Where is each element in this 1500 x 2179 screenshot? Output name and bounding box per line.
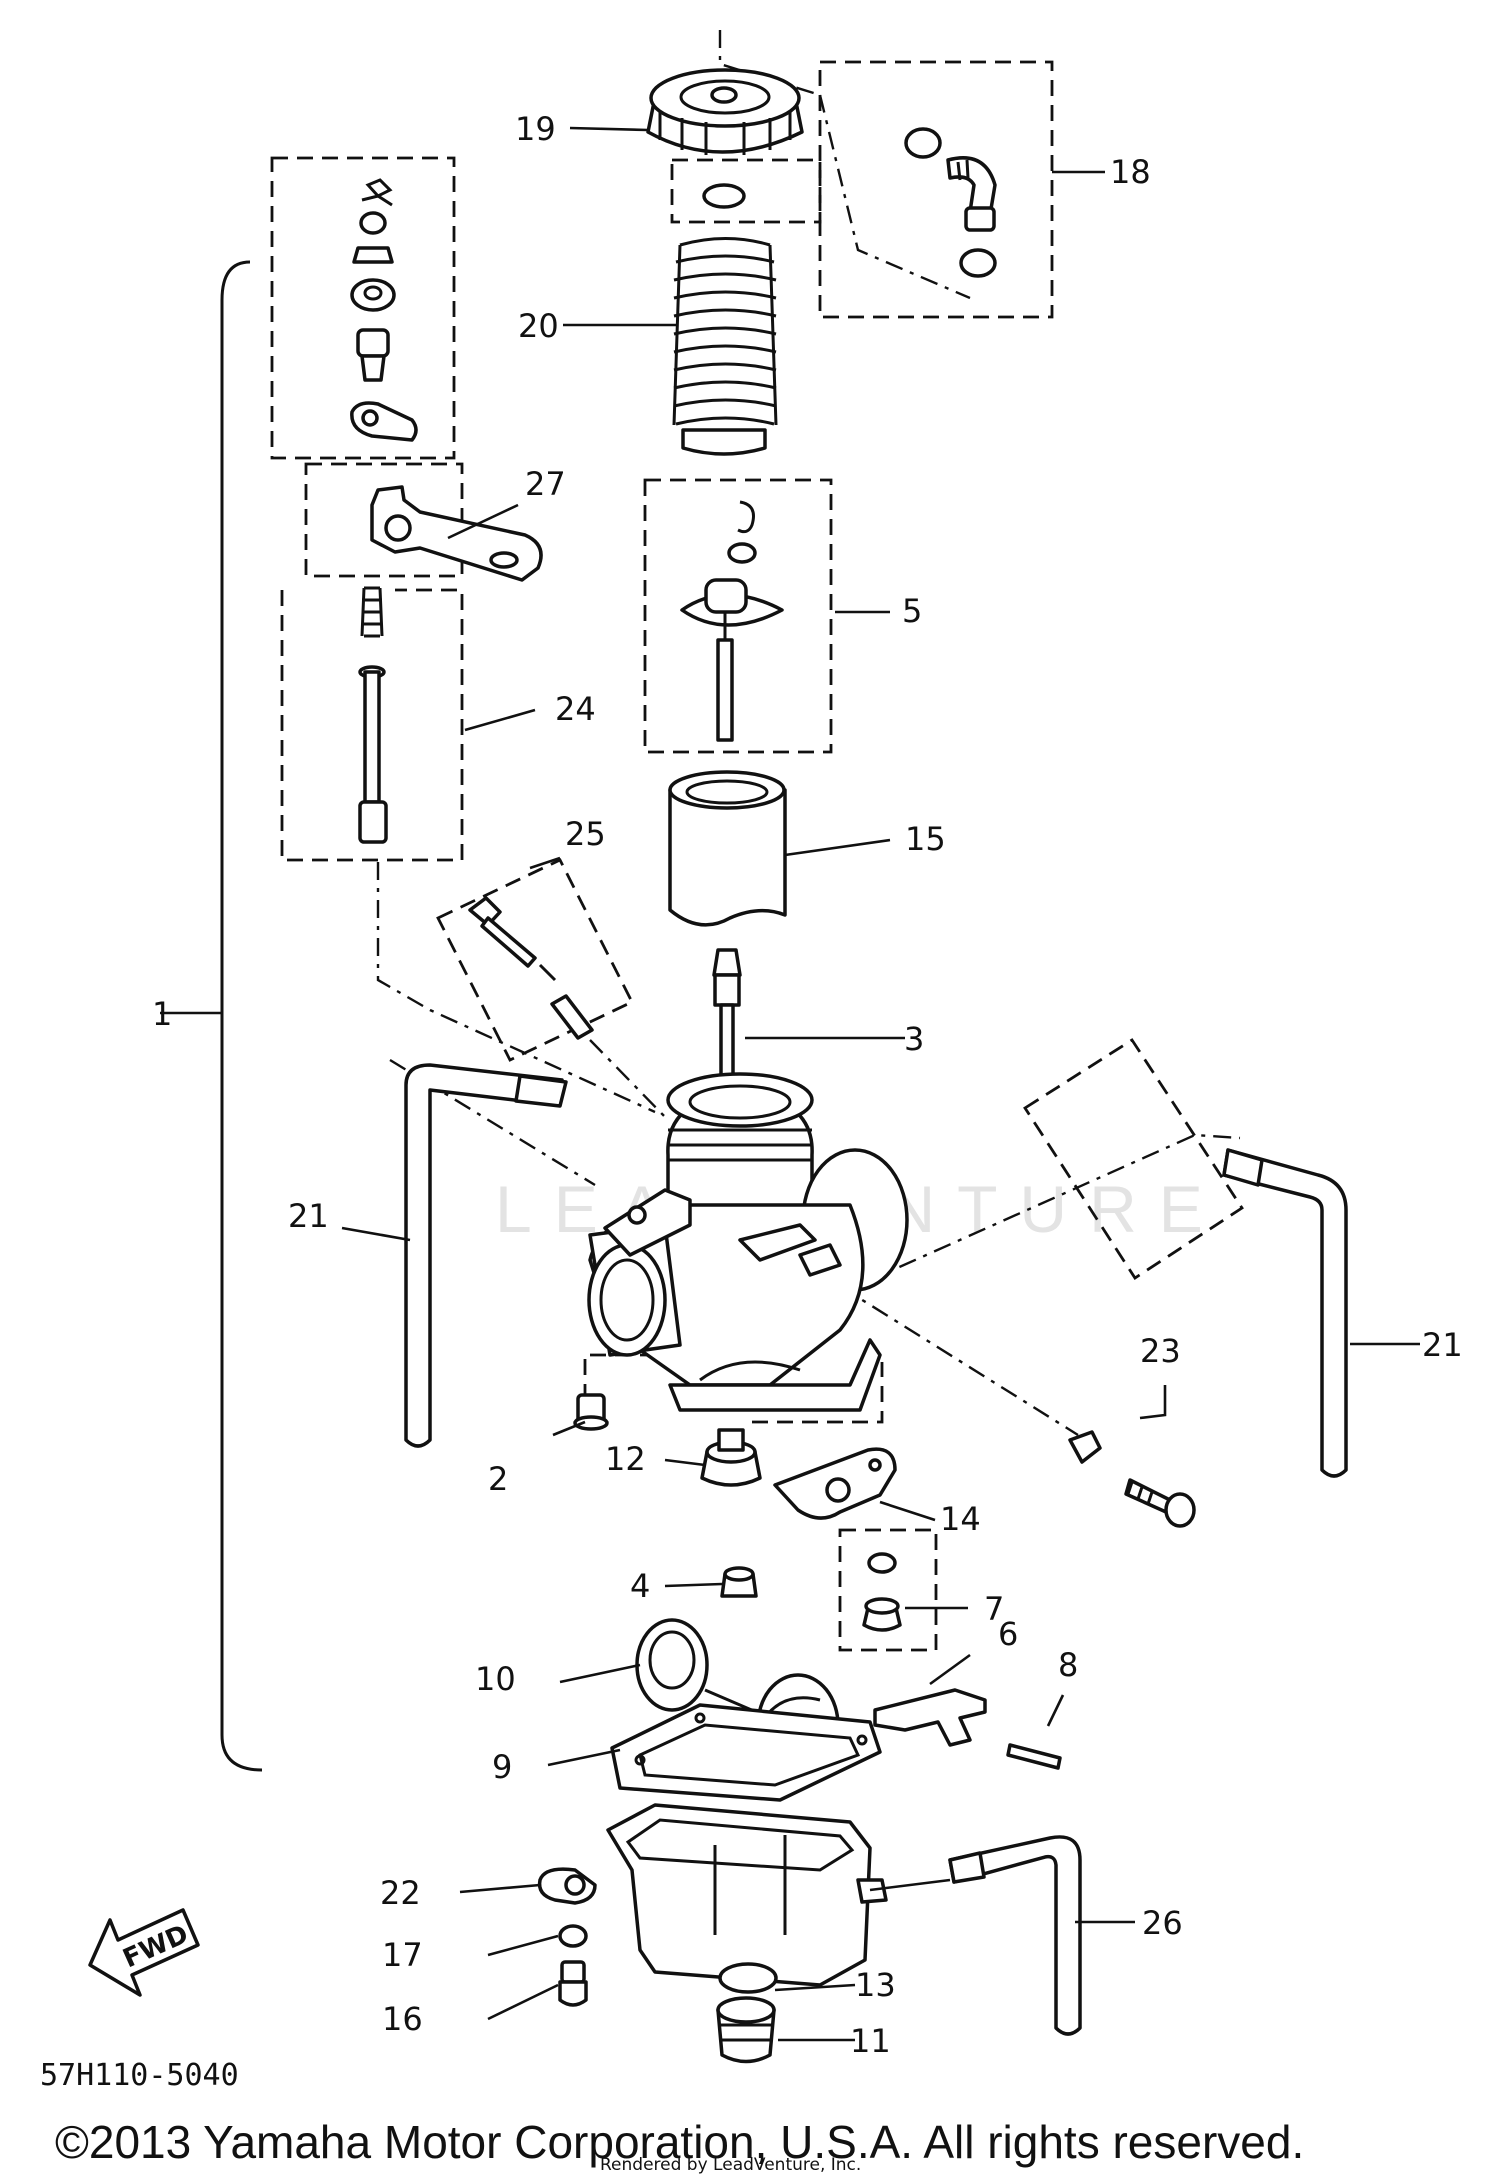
fwd-arrow: FWD bbox=[88, 1908, 200, 1997]
label-19: 19 bbox=[515, 110, 556, 148]
label-18: 18 bbox=[1110, 153, 1151, 191]
guide-line bbox=[829, 1133, 1241, 1300]
label-21-left: 21 bbox=[288, 1197, 329, 1235]
label-27: 27 bbox=[525, 465, 566, 503]
label-22: 22 bbox=[380, 1874, 421, 1912]
group-box-24 bbox=[280, 588, 464, 862]
needle-5 bbox=[680, 500, 784, 742]
throttle-valve-15 bbox=[668, 770, 787, 927]
group-box-7 bbox=[838, 1528, 938, 1652]
jet-holder-12 bbox=[700, 1428, 762, 1487]
label-24: 24 bbox=[555, 690, 596, 728]
pilot-screw-25 bbox=[468, 896, 594, 1040]
hose-21-left bbox=[404, 1063, 568, 1448]
label-10: 10 bbox=[475, 1660, 516, 1698]
group-box-23 bbox=[1023, 1038, 1244, 1280]
label-20: 20 bbox=[518, 307, 559, 345]
label-11: 11 bbox=[850, 2022, 891, 2060]
group-box-19-washer bbox=[670, 158, 822, 224]
screw-16 bbox=[558, 1960, 588, 2007]
float-bowl bbox=[606, 1803, 888, 1987]
label-8: 8 bbox=[1058, 1646, 1078, 1684]
label-25: 25 bbox=[565, 815, 606, 853]
group-box-25 bbox=[436, 858, 634, 1062]
label-26: 26 bbox=[1142, 1904, 1183, 1942]
diagram-code: 57H110-5040 bbox=[40, 2058, 239, 2093]
label-12: 12 bbox=[605, 1440, 646, 1478]
adjuster-parts bbox=[350, 178, 418, 442]
label-5: 5 bbox=[902, 592, 922, 630]
label-15: 15 bbox=[905, 820, 946, 858]
label-2: 2 bbox=[488, 1460, 508, 1498]
label-16: 16 bbox=[382, 2000, 423, 2038]
washer bbox=[702, 183, 746, 209]
gasket-9 bbox=[610, 1703, 882, 1802]
cap-19 bbox=[646, 68, 804, 155]
screw-23 bbox=[1068, 1430, 1196, 1528]
group-box-top-left bbox=[270, 156, 456, 460]
drain-plug-11 bbox=[716, 1996, 776, 2064]
guide-line bbox=[589, 1039, 669, 1121]
group-box-18 bbox=[818, 60, 1054, 319]
idle-screw-24 bbox=[358, 586, 388, 844]
bracket-22 bbox=[537, 1867, 597, 1905]
washer-17 bbox=[558, 1924, 588, 1948]
float-pin-6 bbox=[873, 1688, 987, 1747]
oring-13 bbox=[718, 1962, 778, 1994]
hose-26 bbox=[948, 1835, 1082, 2036]
leader-lines bbox=[160, 126, 1420, 2042]
label-1: 1 bbox=[152, 995, 172, 1033]
label-3: 3 bbox=[904, 1020, 924, 1058]
valve-seat-7 bbox=[862, 1552, 902, 1632]
group-box-5 bbox=[643, 478, 833, 754]
part-labels: 1 2 3 4 5 6 7 8 9 10 11 12 13 14 15 16 1… bbox=[152, 110, 1463, 2060]
label-14: 14 bbox=[940, 1500, 981, 1538]
screw-2 bbox=[573, 1393, 609, 1431]
label-7: 7 bbox=[984, 1590, 1004, 1628]
pin-8 bbox=[1006, 1743, 1062, 1770]
plate-14 bbox=[773, 1447, 897, 1520]
jet-4 bbox=[720, 1566, 758, 1598]
guide-bracket-right bbox=[752, 1362, 884, 1424]
assembly-bracket bbox=[220, 260, 263, 1772]
fitting-18 bbox=[904, 127, 997, 278]
label-21-right: 21 bbox=[1422, 1326, 1463, 1364]
rendered-by: Rendered by LeadVenture, Inc. bbox=[600, 2155, 861, 2174]
label-9: 9 bbox=[492, 1748, 512, 1786]
guide-line bbox=[818, 94, 971, 300]
copyright: ©2013 Yamaha Motor Corporation, U.S.A. A… bbox=[55, 2116, 1304, 2168]
label-17: 17 bbox=[382, 1936, 423, 1974]
label-4: 4 bbox=[630, 1567, 650, 1605]
label-13: 13 bbox=[855, 1966, 896, 2004]
label-6: 6 bbox=[998, 1615, 1018, 1653]
carburetor-body bbox=[587, 1072, 909, 1412]
guide-bracket-left bbox=[583, 1353, 655, 1400]
hose-21-right bbox=[1222, 1148, 1348, 1478]
spring-20 bbox=[672, 237, 778, 456]
label-23: 23 bbox=[1140, 1332, 1181, 1370]
